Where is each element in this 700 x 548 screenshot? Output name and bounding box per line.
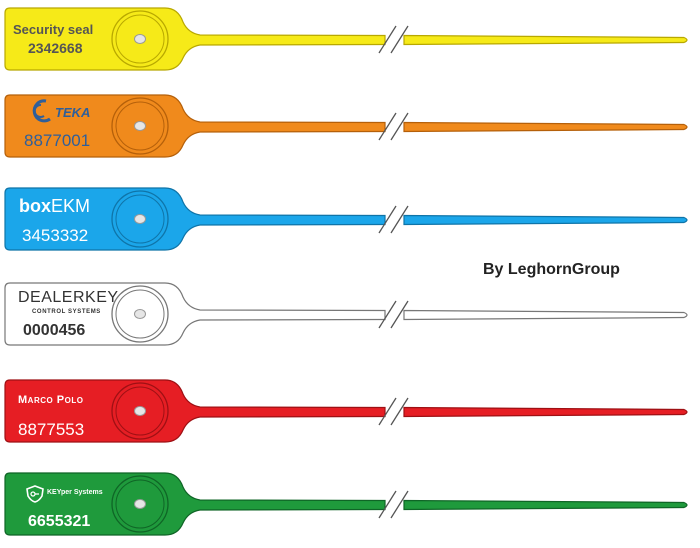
lock-hole: [134, 34, 146, 44]
break-mark: [390, 25, 409, 54]
seal-yellow-brand: Security seal: [13, 22, 94, 37]
lock-ring-inner: [115, 14, 165, 64]
seal-green-brand: KEYper Systems: [47, 489, 103, 496]
seal-white: DEALERKEY CONTROL SYSTEMS 0000456: [0, 275, 700, 355]
seal-blue-number: 3453332: [22, 226, 89, 245]
seal-strap: [403, 121, 688, 133]
lock-hole: [134, 121, 146, 131]
break-mark: [390, 490, 409, 519]
seal-red-number: 8877553: [18, 420, 85, 439]
seal-strap: [403, 34, 688, 46]
seal-tag-body: [4, 94, 386, 158]
lock-ring-outer: [111, 285, 169, 343]
seal-strap: [403, 406, 688, 418]
seal-red: Marco Polo 8877553: [0, 372, 700, 452]
lock-ring-outer: [111, 97, 169, 155]
lock-ring-inner: [115, 386, 165, 436]
seal-tag-body: [4, 7, 386, 71]
shield-key-icon: [26, 485, 44, 503]
lock-hole: [134, 499, 146, 509]
break-mark: [378, 112, 397, 141]
seal-blue-shape: [4, 187, 688, 251]
seal-white-shape: [4, 282, 688, 346]
lock-hole: [134, 214, 146, 224]
seal-red-brand: Marco Polo: [18, 394, 84, 406]
break-mark: [390, 112, 409, 141]
seal-orange: TEKA 8877001: [0, 87, 700, 167]
seal-tag-body: [4, 379, 386, 443]
seal-green: KEYper Systems 6655321: [0, 465, 700, 545]
break-mark: [378, 300, 397, 329]
break-mark: [378, 490, 397, 519]
seal-orange-shape: [4, 94, 688, 158]
break-mark: [378, 25, 397, 54]
seal-yellow: Security seal 2342668: [0, 0, 700, 80]
seal-white-subtitle: CONTROL SYSTEMS: [32, 309, 101, 315]
seal-blue: boxEKM 3453332: [0, 180, 700, 260]
seal-white-number: 0000456: [23, 322, 86, 339]
lock-ring-outer: [111, 475, 169, 533]
lock-ring-inner: [115, 479, 165, 529]
lock-ring-inner: [115, 194, 165, 244]
seal-strap: [403, 309, 688, 321]
seal-blue-brand: boxEKM: [19, 196, 90, 217]
seal-yellow-shape: [4, 7, 688, 71]
seal-orange-number: 8877001: [24, 131, 91, 150]
break-mark: [390, 300, 409, 329]
teka-logo-icon: [32, 99, 51, 123]
lock-ring-outer: [111, 382, 169, 440]
seal-orange-brand: TEKA: [55, 105, 91, 120]
lock-ring-outer: [111, 190, 169, 248]
seal-green-shape: [4, 472, 688, 536]
seal-strap: [403, 214, 688, 226]
lock-ring-inner: [115, 289, 165, 339]
lock-ring-inner: [115, 101, 165, 151]
seal-tag-body: [4, 187, 386, 251]
seal-tag-body: [4, 472, 386, 536]
lock-ring-outer: [111, 10, 169, 68]
seal-green-number: 6655321: [28, 513, 91, 530]
break-mark: [378, 397, 397, 426]
break-mark: [378, 205, 397, 234]
seal-tag-body: [4, 282, 386, 346]
break-mark: [390, 205, 409, 234]
lock-hole: [134, 406, 146, 416]
seal-blue-brand-ekm: EKM: [51, 196, 91, 216]
lock-hole: [134, 309, 146, 319]
break-mark: [390, 397, 409, 426]
seal-blue-brand-box: box: [19, 196, 52, 216]
seal-red-shape: [4, 379, 688, 443]
seal-yellow-number: 2342668: [28, 40, 83, 56]
seal-strap: [403, 499, 688, 511]
credit-text: By LeghornGroup: [483, 261, 620, 278]
seal-white-brand: DEALERKEY: [18, 289, 119, 306]
